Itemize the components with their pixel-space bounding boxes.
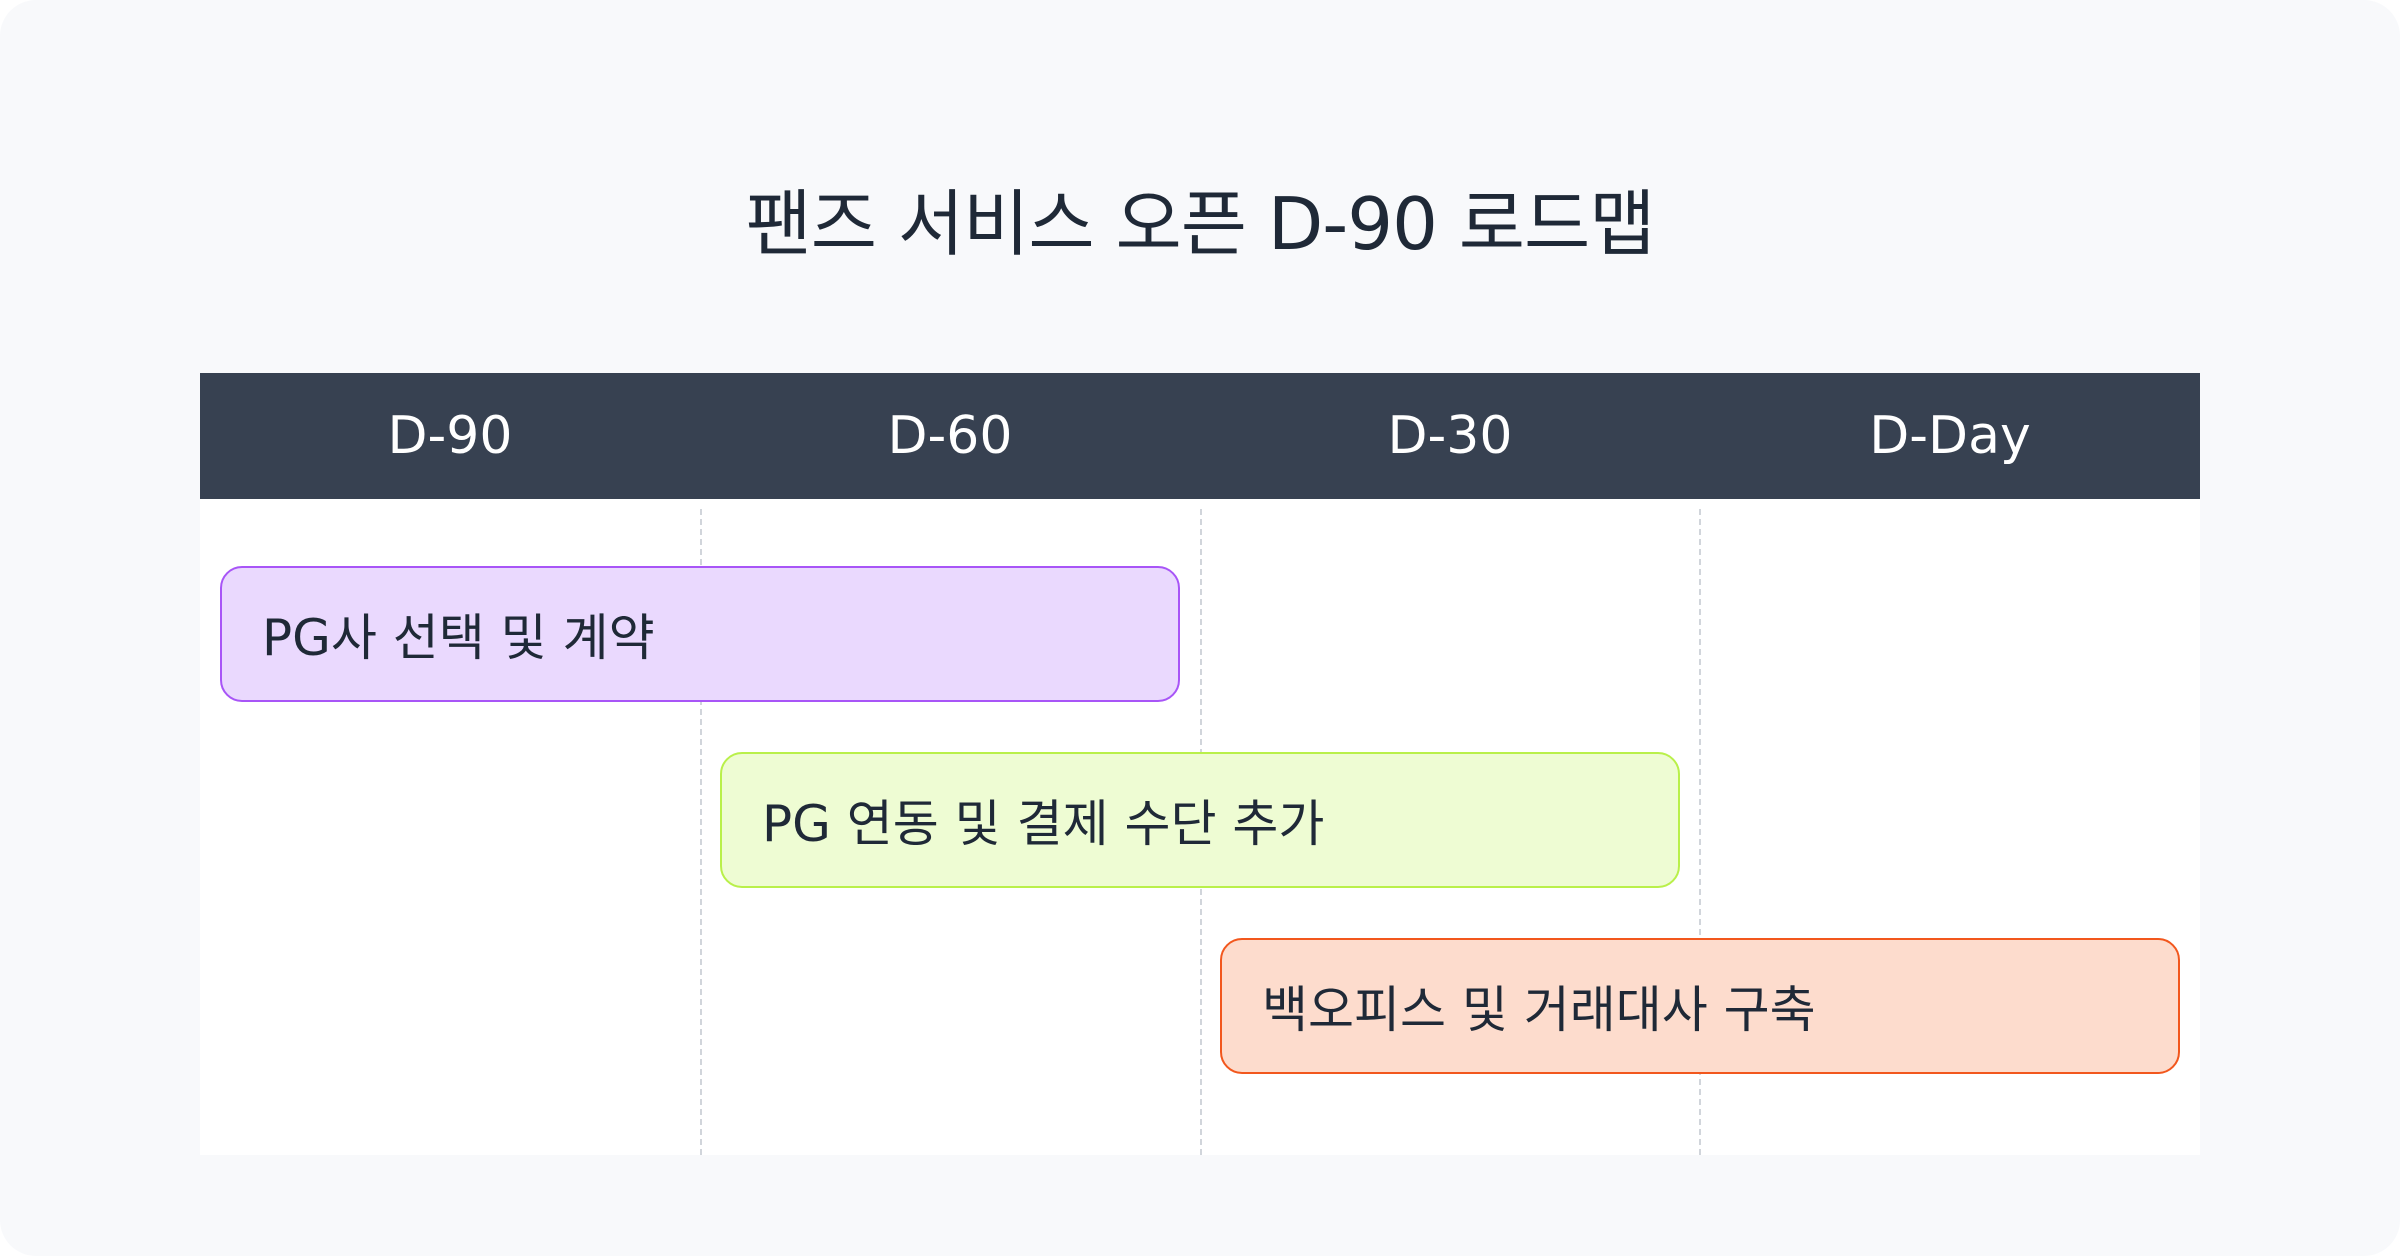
timeline-body: PG사 선택 및 계약 PG 연동 및 결제 수단 추가 백오피스 및 거래대사… (200, 499, 2200, 1155)
grid-divider (700, 509, 702, 1155)
task-bar-pg-contract[interactable]: PG사 선택 및 계약 (220, 566, 1180, 702)
grid-divider (1699, 509, 1701, 1155)
timeline-header: D-90 D-60 D-30 D-Day (200, 373, 2200, 499)
task-bar-pg-integration[interactable]: PG 연동 및 결제 수단 추가 (720, 752, 1680, 888)
column-d-30: D-30 (1387, 406, 1513, 466)
column-d-60: D-60 (887, 406, 1013, 466)
task-label: PG사 선택 및 계약 (262, 609, 655, 667)
task-label: PG 연동 및 결제 수단 추가 (762, 795, 1325, 853)
column-d-day: D-Day (1869, 406, 2031, 466)
page-title: 팬즈 서비스 오픈 D-90 로드맵 (745, 182, 1656, 266)
task-bar-backoffice[interactable]: 백오피스 및 거래대사 구축 (1220, 938, 2180, 1074)
column-d-90: D-90 (387, 406, 513, 466)
task-label: 백오피스 및 거래대사 구축 (1262, 981, 1816, 1039)
